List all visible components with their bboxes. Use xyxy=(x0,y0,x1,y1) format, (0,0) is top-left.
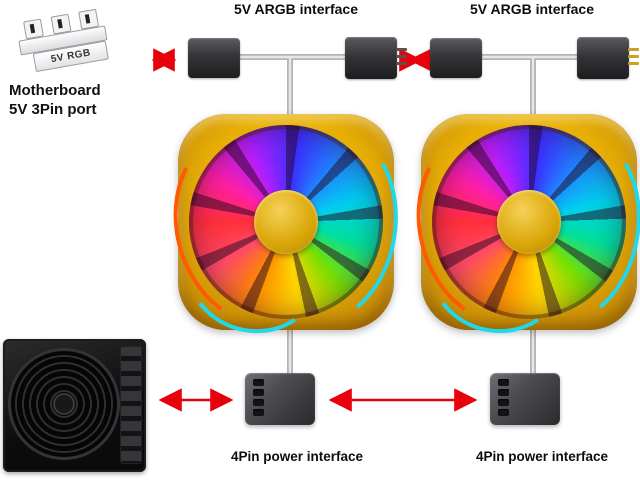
power-interface-label-2: 4Pin power interface xyxy=(475,449,609,464)
pin xyxy=(396,62,407,65)
pin xyxy=(628,48,639,51)
argb-plug-2-male xyxy=(577,37,629,79)
hole xyxy=(498,389,509,396)
rgb-fan-1 xyxy=(153,109,414,345)
argb-plug-1-pins xyxy=(396,48,407,65)
argb-plug-2-female xyxy=(430,38,482,78)
argb-interface-label-2: 5V ARGB interface xyxy=(470,1,594,17)
argb-interface-label-1: 5V ARGB interface xyxy=(234,1,358,17)
rgb-fan-2 xyxy=(396,109,640,345)
hole xyxy=(498,379,509,386)
power-connector-1 xyxy=(245,373,315,425)
power-connector-1-holes xyxy=(253,379,264,416)
hole xyxy=(253,389,264,396)
power-interface-label-1: 4Pin power interface xyxy=(230,449,364,464)
hole xyxy=(498,399,509,406)
argb-plug-2-pins xyxy=(628,48,639,65)
hole xyxy=(253,409,264,416)
argb-plug-1-male xyxy=(345,37,397,79)
motherboard-caption-line2: 5V 3Pin port xyxy=(9,100,97,118)
power-supply-unit xyxy=(3,339,146,472)
pin xyxy=(396,48,407,51)
hole xyxy=(253,379,264,386)
pin xyxy=(396,55,407,58)
fan-1-hub xyxy=(254,190,318,254)
pin xyxy=(628,62,639,65)
argb-plug-1-female xyxy=(188,38,240,78)
psu-fan-hub xyxy=(53,393,75,415)
power-connector-2-holes xyxy=(498,379,509,416)
hole xyxy=(253,399,264,406)
fan-2-hub xyxy=(497,190,561,254)
psu-modular-ports xyxy=(120,346,142,464)
motherboard-caption: Motherboard 5V 3Pin port xyxy=(9,82,101,120)
motherboard-caption-line1: Motherboard xyxy=(9,82,101,99)
pin xyxy=(628,55,639,58)
power-connector-2 xyxy=(490,373,560,425)
hole xyxy=(498,409,509,416)
